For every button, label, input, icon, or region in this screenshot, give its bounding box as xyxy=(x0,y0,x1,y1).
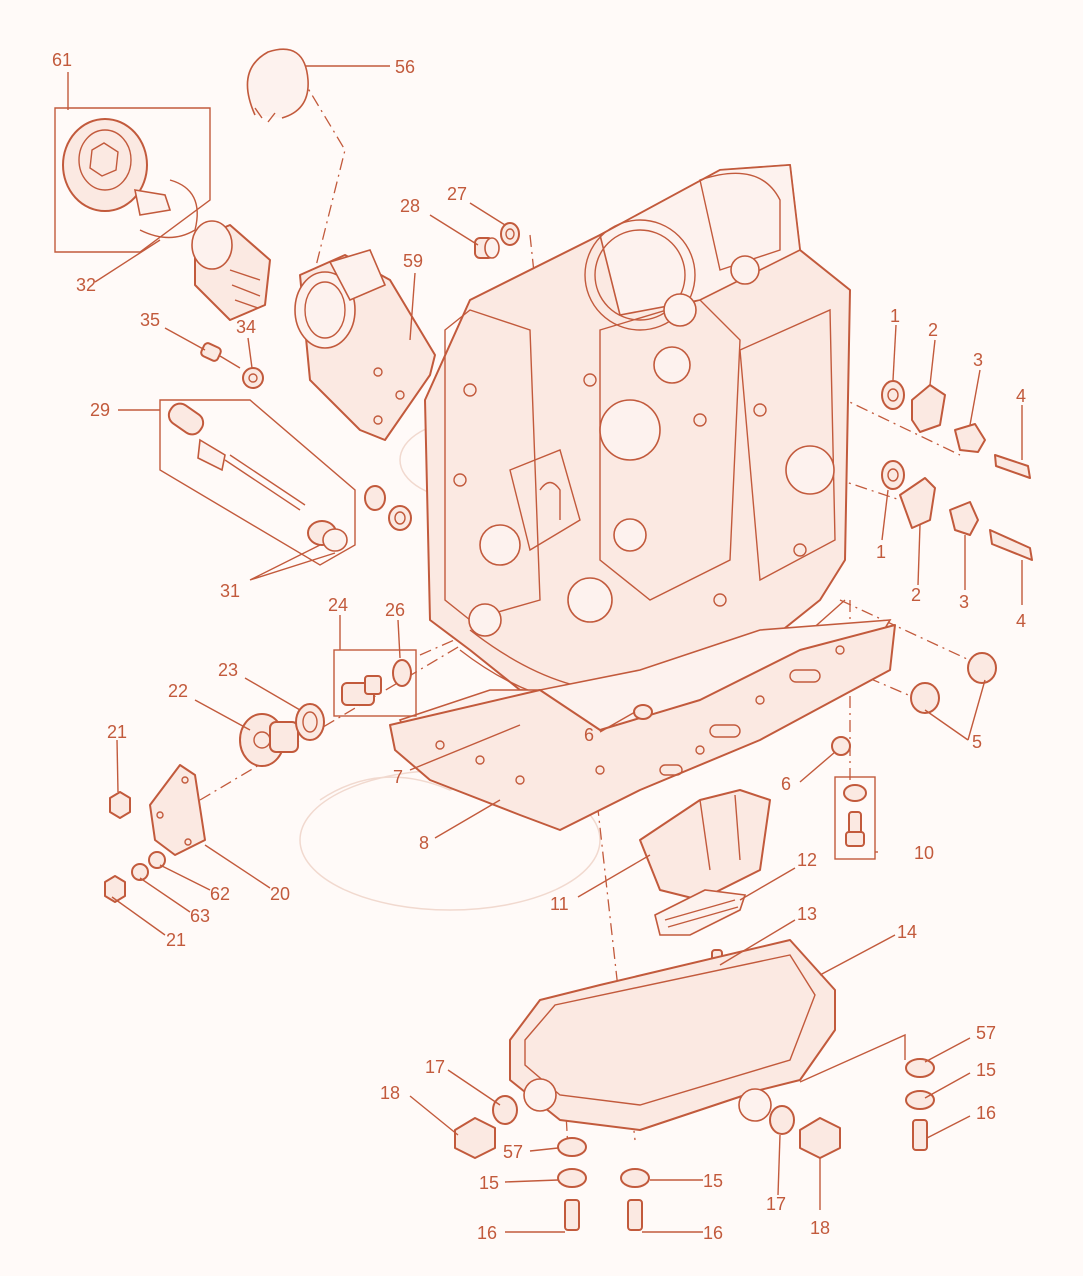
callout-31: 31 xyxy=(220,581,240,601)
callout-12: 12 xyxy=(797,850,817,870)
callout-23: 23 xyxy=(218,660,238,680)
callout-28: 28 xyxy=(400,196,420,216)
callout-4-upper: 4 xyxy=(1016,386,1026,406)
callout-32: 32 xyxy=(76,275,96,295)
callout-16-right: 16 xyxy=(976,1103,996,1123)
callout-62: 62 xyxy=(210,884,230,904)
leader-lines xyxy=(67,65,1023,1233)
callout-17-left: 17 xyxy=(425,1057,445,1077)
callout-numbers: 61 56 32 27 28 59 35 34 29 31 1 2 3 4 1 … xyxy=(52,50,1026,1243)
callout-5: 5 xyxy=(972,732,982,752)
callout-18-left: 18 xyxy=(380,1083,400,1103)
callout-29: 29 xyxy=(90,400,110,420)
callout-34: 34 xyxy=(236,317,256,337)
callout-57-right: 57 xyxy=(976,1023,996,1043)
callout-6-right: 6 xyxy=(781,774,791,794)
callout-26: 26 xyxy=(385,600,405,620)
filter-housing-59 xyxy=(294,249,436,441)
callout-2-upper: 2 xyxy=(928,320,938,340)
callout-15-right: 15 xyxy=(976,1060,996,1080)
callout-56: 56 xyxy=(395,57,415,77)
bolt-35 xyxy=(200,342,241,369)
callout-63: 63 xyxy=(190,906,210,926)
callout-10: 10 xyxy=(914,843,934,863)
right-fittings-upper xyxy=(881,380,1031,479)
callout-4-lower: 4 xyxy=(1016,611,1026,631)
plug-28 xyxy=(474,237,500,259)
callout-61: 61 xyxy=(52,50,72,70)
callout-20: 20 xyxy=(270,884,290,904)
callout-15-bottom-right: 15 xyxy=(703,1171,723,1191)
callout-11: 11 xyxy=(550,894,569,914)
fitting-24 xyxy=(333,649,417,717)
callout-8: 8 xyxy=(419,833,429,853)
transmission-housing xyxy=(424,164,851,709)
filter-screen xyxy=(654,889,747,936)
oil-filter-strainer xyxy=(639,789,771,901)
callout-18-right: 18 xyxy=(810,1218,830,1238)
callout-57-bottom: 57 xyxy=(503,1142,523,1162)
callout-16-bottom-left: 16 xyxy=(477,1223,497,1243)
callout-24: 24 xyxy=(328,595,348,615)
bolt-kit-10 xyxy=(834,776,876,860)
callout-59: 59 xyxy=(403,251,423,271)
washer-34 xyxy=(242,367,264,389)
pan-hardware xyxy=(454,1058,935,1231)
filter-element xyxy=(191,220,271,321)
callout-35: 35 xyxy=(140,310,160,330)
side-cover xyxy=(149,764,206,856)
callout-16-bottom-right: 16 xyxy=(703,1223,723,1243)
callout-14: 14 xyxy=(897,922,917,942)
dipstick-29 xyxy=(159,399,356,566)
callout-6-left: 6 xyxy=(584,725,594,745)
callout-15-bottom-left: 15 xyxy=(479,1173,499,1193)
callout-13: 13 xyxy=(797,904,817,924)
right-fittings-lower xyxy=(881,460,1033,561)
washer-27 xyxy=(500,222,520,246)
snap-ring-56 xyxy=(246,48,309,123)
callout-1-lower: 1 xyxy=(876,542,886,562)
callout-3-lower: 3 xyxy=(959,592,969,612)
oil-pan xyxy=(509,939,836,1131)
callout-21-lower: 21 xyxy=(166,930,186,950)
callout-21-upper: 21 xyxy=(107,722,127,742)
callout-22: 22 xyxy=(168,681,188,701)
separator-plate xyxy=(389,624,896,831)
nuts-washers-left xyxy=(104,791,166,903)
seal-ring-23 xyxy=(295,703,325,741)
drain-plug-22 xyxy=(239,713,299,767)
callout-2-lower: 2 xyxy=(911,585,921,605)
callout-1-upper: 1 xyxy=(890,306,900,326)
filter-cap-61 xyxy=(54,107,211,253)
callout-7: 7 xyxy=(393,767,403,787)
callout-27: 27 xyxy=(447,184,467,204)
callout-3-upper: 3 xyxy=(973,350,983,370)
bushings-5 xyxy=(910,652,997,714)
callout-17-right: 17 xyxy=(766,1194,786,1214)
